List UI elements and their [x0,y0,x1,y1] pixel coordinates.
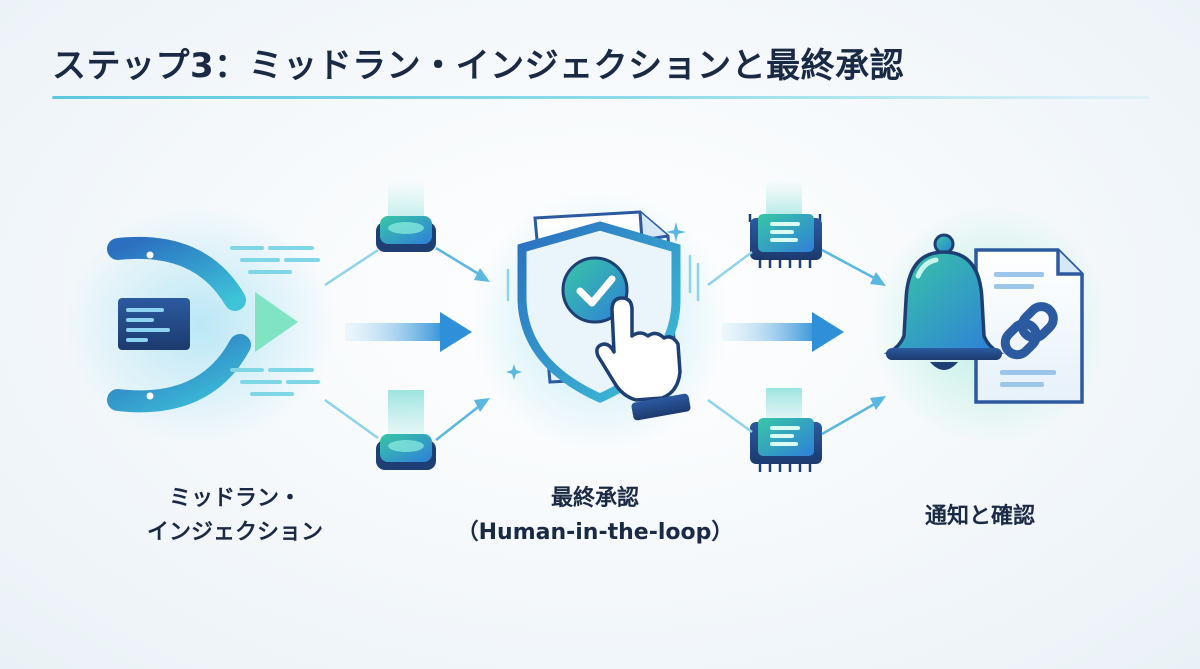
page-title: ステップ3：ミッドラン・インジェクションと最終承認 [52,46,905,86]
step-label-line: インジェクション [146,520,323,545]
connector-arrows-1 [324,246,490,441]
merge-arrow-icon [65,205,335,445]
connector-arrows-2 [707,248,886,436]
step-label-line: （Human-in-the-loop） [456,520,734,545]
step-label-line: 最終承認 [550,486,639,511]
shield-approval-icon [470,190,730,450]
step-label-final-approval: 最終承認 （Human-in-the-loop） [445,482,745,550]
node-chip-icon [376,180,436,470]
step-label-notification: 通知と確認 [850,500,1110,534]
step-label-mid-run-injection: ミッドラン・ インジェクション [85,482,385,550]
bell-document-icon [870,205,1110,445]
processor-chip-icon [748,180,822,472]
step-label-line: 通知と確認 [924,504,1035,529]
step-label-line: ミッドラン・ [168,486,301,511]
title-underline [52,96,1150,99]
